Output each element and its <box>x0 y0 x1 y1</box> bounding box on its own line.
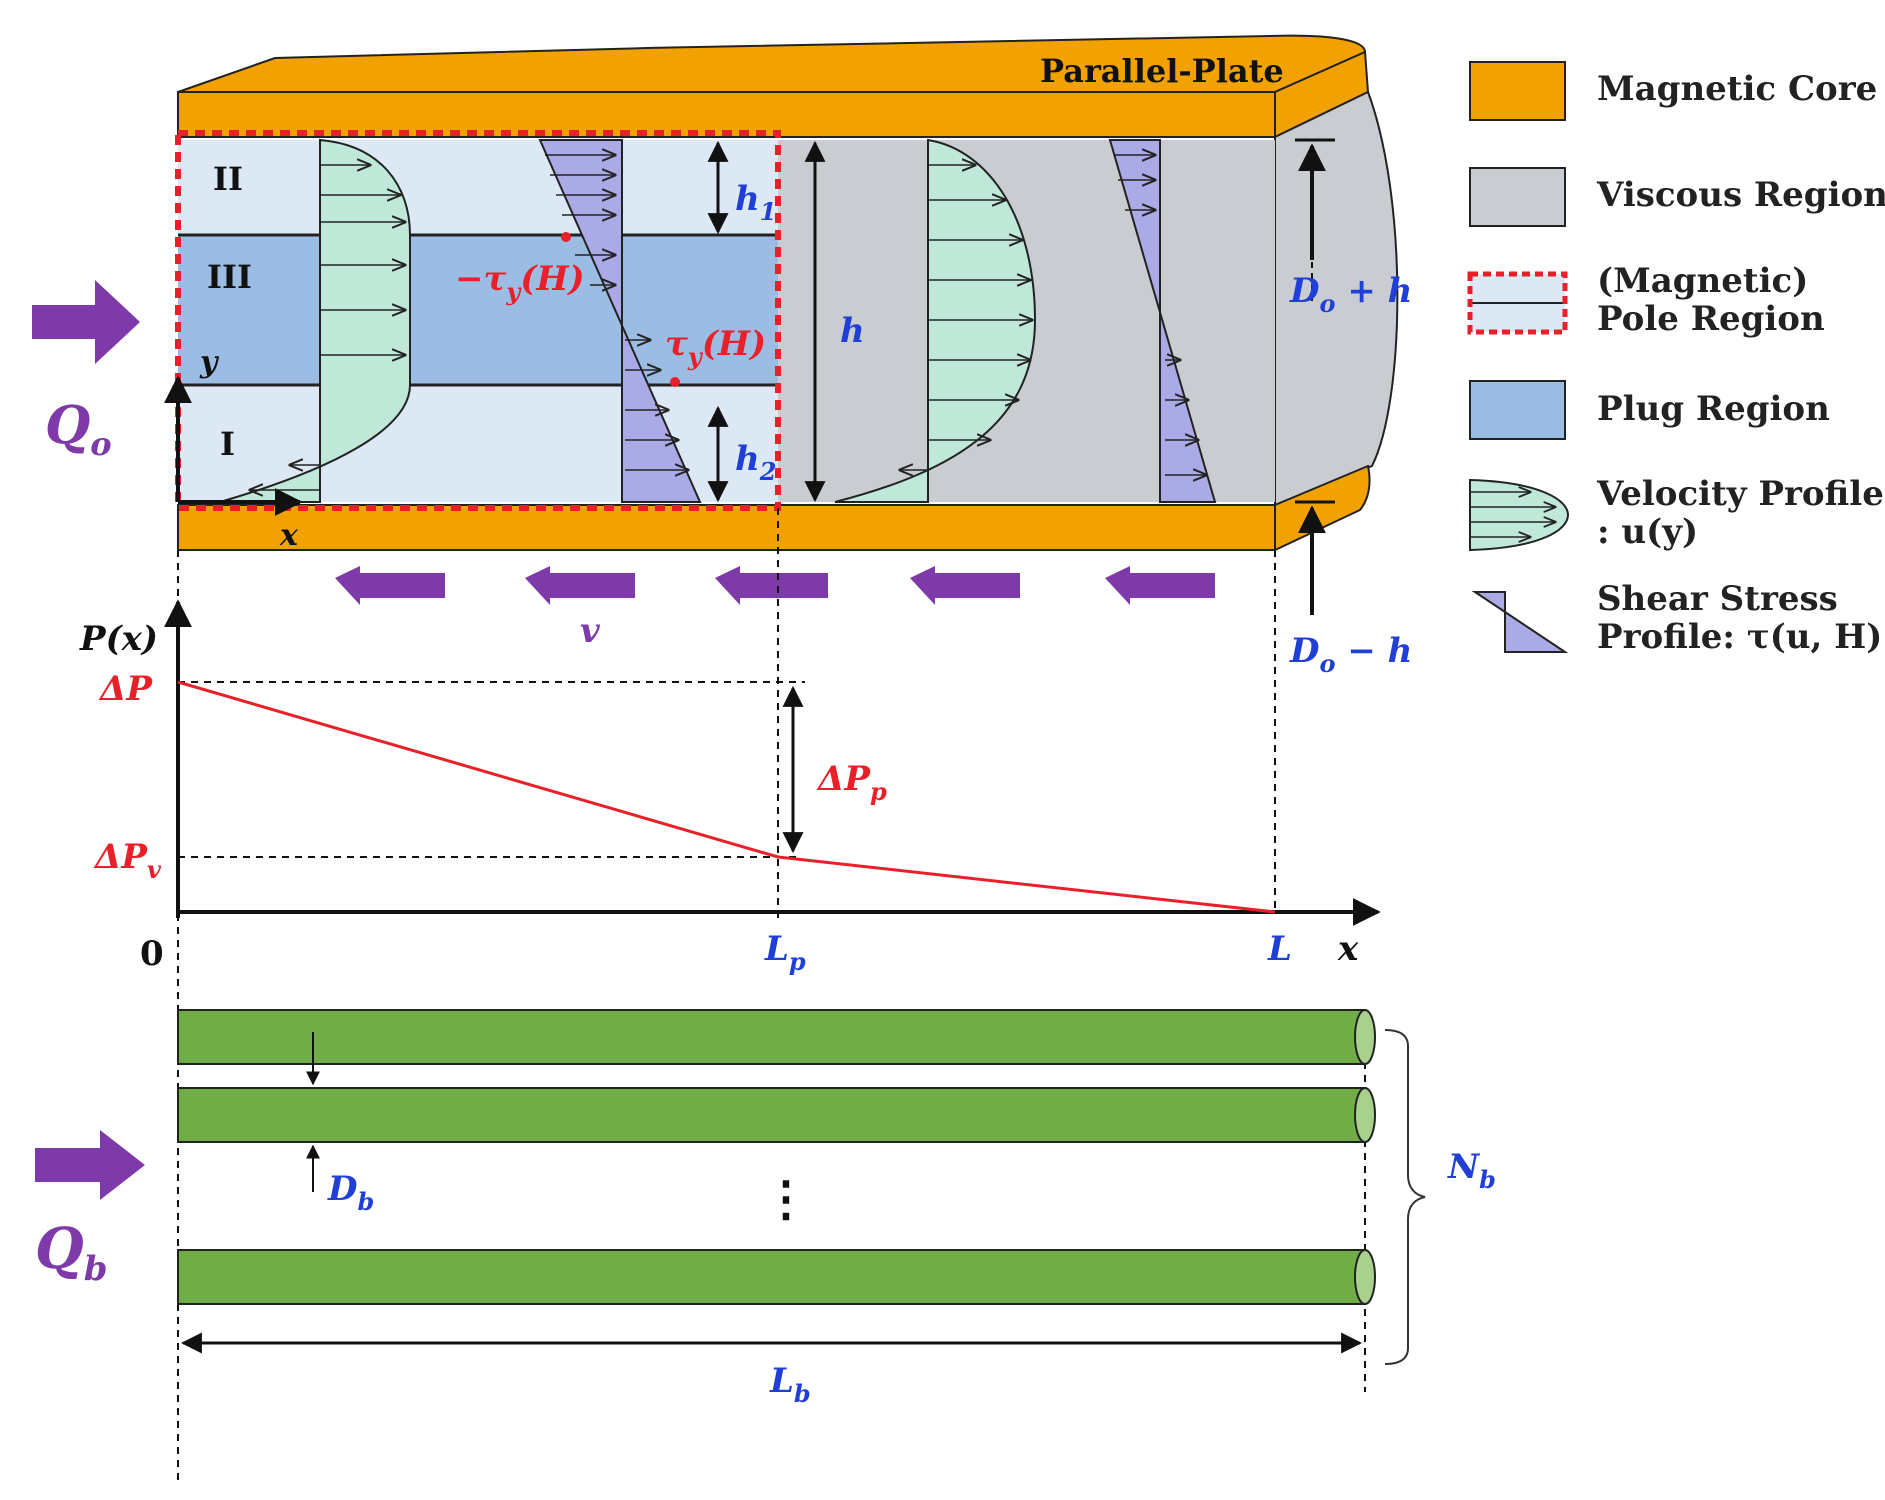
legend-label: Shear Stress <box>1597 579 1838 619</box>
red-dashed-box-icon <box>1467 271 1568 335</box>
legend-label: Velocity Profile <box>1596 474 1884 514</box>
region-label-iii: III <box>207 258 252 296</box>
inlet-arrow-qb-icon <box>35 1130 145 1200</box>
bypass-pipes: Db ⋮ Lb Nb <box>177 1009 1496 1408</box>
shear-arrows-pole <box>545 155 688 470</box>
h2-label: h2 <box>735 439 776 486</box>
inlet-flow-qo: Qo <box>32 280 140 463</box>
orange-box-icon <box>1469 61 1566 121</box>
nb-brace <box>1384 1029 1426 1365</box>
inlet-flow-qb: Qb <box>35 1130 145 1289</box>
legend-item-magnetic-core: Magnetic Core <box>1469 61 1877 121</box>
do-plus-h-label: Do + h <box>1289 271 1412 318</box>
pipe-n <box>177 1249 1376 1305</box>
guide-lines <box>177 508 1366 1480</box>
velocity-v-label: v <box>580 611 601 651</box>
left-arrow-icon <box>525 566 635 605</box>
pressure-plot: P(x) ΔP ΔPv ΔPp 0 Lp L x <box>79 508 1381 1480</box>
legend: Magnetic Core Viscous Region (Magnetic) … <box>1467 61 1885 657</box>
dpp-label: ΔPp <box>816 759 887 806</box>
p-axis-label: P(x) <box>79 619 158 659</box>
legend-label: Magnetic Core <box>1597 69 1877 109</box>
dpv-label: ΔPv <box>93 837 162 884</box>
yield-point-upper <box>561 232 571 242</box>
left-arrow-icon <box>910 566 1020 605</box>
legend-item-plug-region: Plug Region <box>1469 380 1830 440</box>
velocity-arrows-pole <box>250 165 405 490</box>
legend-label: Viscous Region <box>1596 175 1885 215</box>
region-ii <box>178 140 778 235</box>
h1-label: h1 <box>735 179 776 226</box>
pole-region-border <box>175 130 781 511</box>
velocity-profile-pole <box>219 138 411 503</box>
velocity-profile-viscous <box>834 138 1037 503</box>
x-axis-label-plate: x <box>279 518 299 553</box>
legend-item-viscous-region: Viscous Region <box>1469 167 1885 227</box>
dp-label: ΔP <box>98 669 153 709</box>
left-arrow-icon <box>1105 566 1215 605</box>
region-label-i: I <box>220 425 235 463</box>
shear-arrows-viscous <box>1114 155 1206 475</box>
tau-label: τy(H) <box>665 324 766 371</box>
pressure-curve <box>177 680 1276 914</box>
y-axis-label: y <box>199 345 220 380</box>
do-minus-h-label: Do − h <box>1289 631 1412 678</box>
side-wall <box>1274 90 1399 507</box>
pipe-1 <box>177 1009 1376 1065</box>
left-arrow-icon <box>715 566 828 605</box>
legend-label-line2: Pole Region <box>1597 299 1825 339</box>
ellipsis-label: ⋮ <box>762 1171 810 1227</box>
legend-item-velocity-profile: Velocity Profile : u(y) <box>1469 474 1884 552</box>
region-label-ii: II <box>213 160 243 198</box>
blue-box-icon <box>1469 380 1566 440</box>
plate-title: Parallel-Plate <box>1040 52 1284 90</box>
lp-tick-label: Lp <box>764 929 806 976</box>
nb-label: Nb <box>1447 1147 1496 1194</box>
legend-label: Plug Region <box>1597 389 1830 429</box>
origin-label: 0 <box>140 934 164 974</box>
region-iii-plug <box>178 235 778 385</box>
velocity-profile-icon <box>1469 478 1570 552</box>
bottom-plate-front <box>177 504 1276 551</box>
inlet-arrow-qo-icon <box>32 280 140 364</box>
yield-point-lower <box>670 377 680 387</box>
legend-label: (Magnetic) <box>1597 261 1808 301</box>
pipe-2 <box>177 1087 1376 1143</box>
top-plate-front <box>177 91 1276 138</box>
piston-velocity-arrows: v <box>335 566 1215 651</box>
qb-label: Qb <box>35 1216 108 1289</box>
left-arrow-icon <box>335 566 445 605</box>
shear-stress-icon <box>1471 591 1569 653</box>
legend-item-pole-region: (Magnetic) Pole Region <box>1467 261 1825 339</box>
l-tick-label: L <box>1267 929 1292 969</box>
neg-tau-label: −τy(H) <box>455 259 585 306</box>
grey-box-icon <box>1469 167 1566 227</box>
x-axis-label-plot: x <box>1337 929 1359 969</box>
parallel-plate: Parallel-Plate II III I −τy(H) τy(H) h1 … <box>164 34 1412 678</box>
top-plate-top-face <box>177 34 1367 93</box>
h-label: h <box>840 311 865 351</box>
db-label: Db <box>327 1169 374 1216</box>
legend-item-shear-stress: Shear Stress Profile: τ(u, H) <box>1471 579 1882 657</box>
legend-label-line2: : u(y) <box>1597 512 1698 552</box>
qo-label: Qo <box>45 395 112 463</box>
velocity-arrows-viscous <box>900 165 1032 470</box>
lb-label: Lb <box>769 1361 811 1408</box>
shear-stress-viscous <box>1108 139 1217 503</box>
legend-label-line2: Profile: τ(u, H) <box>1597 617 1882 657</box>
